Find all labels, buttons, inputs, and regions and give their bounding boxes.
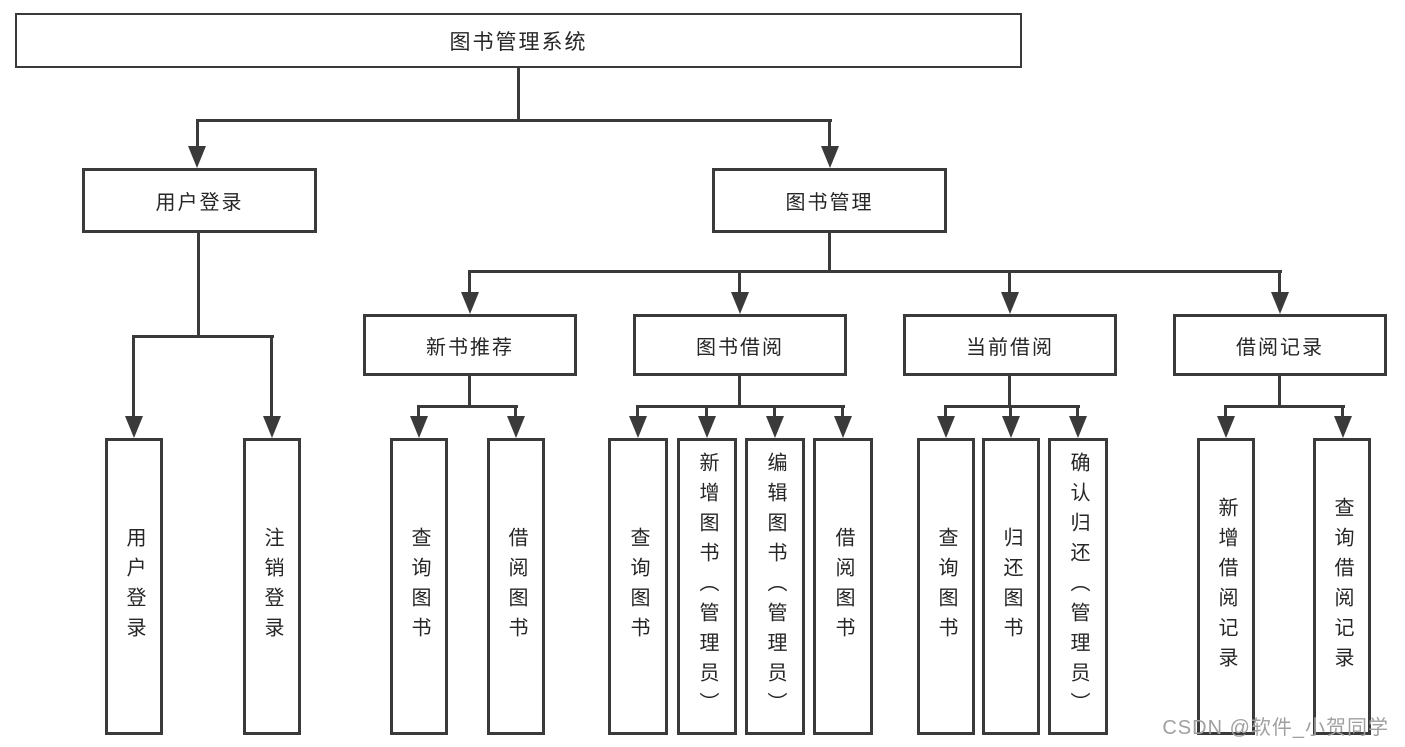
connector-line [1009, 405, 1012, 418]
node-user-login: 用户登录 [82, 168, 317, 233]
arrow-down-icon [731, 292, 749, 314]
connector-line [828, 231, 831, 273]
connector-line [1278, 374, 1281, 408]
connector-line [1008, 270, 1011, 292]
connector-line [828, 119, 831, 148]
connector-line [417, 405, 518, 408]
connector-line [197, 231, 200, 338]
leaf-logout: 注销登录 [243, 438, 301, 735]
leaf-user-login: 用户登录 [105, 438, 163, 735]
connector-line [705, 405, 708, 418]
arrow-down-icon [937, 416, 955, 438]
leaf-query-books-borrowing: 查询图书 [608, 438, 668, 735]
leaf-borrow-books: 借阅图书 [813, 438, 873, 735]
arrow-down-icon [461, 292, 479, 314]
connector-line [773, 405, 776, 418]
connector-line [132, 335, 274, 338]
connector-line [196, 119, 832, 122]
connector-line [738, 270, 741, 292]
connector-line [841, 405, 844, 418]
arrow-down-icon [410, 416, 428, 438]
leaf-return-books: 归还图书 [982, 438, 1040, 735]
connector-line [468, 270, 471, 292]
leaf-add-book-admin: 新增图书（管理员） [677, 438, 737, 735]
arrow-down-icon [263, 416, 281, 438]
connector-line [517, 66, 520, 122]
connector-line [1224, 405, 1227, 418]
leaf-edit-book-admin: 编辑图书（管理员） [745, 438, 805, 735]
connector-line [468, 374, 471, 408]
arrow-down-icon [1001, 292, 1019, 314]
arrow-down-icon [629, 416, 647, 438]
leaf-add-borrow-record: 新增借阅记录 [1197, 438, 1255, 735]
connector-line [514, 405, 517, 418]
arrow-down-icon [1069, 416, 1087, 438]
connector-line [468, 270, 1282, 273]
node-book-management: 图书管理 [712, 168, 947, 233]
connector-line [270, 335, 273, 418]
arrow-down-icon [698, 416, 716, 438]
connector-line [1341, 405, 1344, 418]
leaf-borrow-books-recommend: 借阅图书 [487, 438, 545, 735]
arrow-down-icon [1334, 416, 1352, 438]
connector-line [636, 405, 639, 418]
node-library-system: 图书管理系统 [15, 13, 1022, 68]
arrow-down-icon [125, 416, 143, 438]
connector-line [132, 335, 135, 418]
connector-line [944, 405, 947, 418]
connector-line [738, 374, 741, 408]
arrow-down-icon [188, 146, 206, 168]
leaf-confirm-return-admin: 确认归还（管理员） [1048, 438, 1108, 735]
connector-line [417, 405, 420, 418]
leaf-query-borrow-record: 查询借阅记录 [1313, 438, 1371, 735]
arrow-down-icon [507, 416, 525, 438]
leaf-query-books-current: 查询图书 [917, 438, 975, 735]
connector-line [1224, 405, 1345, 408]
arrow-down-icon [821, 146, 839, 168]
arrow-down-icon [1271, 292, 1289, 314]
connector-line [1076, 405, 1079, 418]
node-book-borrowing: 图书借阅 [633, 314, 847, 376]
node-new-book-recommend: 新书推荐 [363, 314, 577, 376]
arrow-down-icon [834, 416, 852, 438]
leaf-query-books-recommend: 查询图书 [390, 438, 448, 735]
node-current-borrowing: 当前借阅 [903, 314, 1117, 376]
connector-line [1008, 374, 1011, 408]
connector-line [944, 405, 1080, 408]
connector-line [196, 119, 199, 148]
connector-line [636, 405, 845, 408]
node-borrow-records: 借阅记录 [1173, 314, 1387, 376]
csdn-watermark: CSDN @软件_小贺同学 [1162, 717, 1389, 739]
arrow-down-icon [1002, 416, 1020, 438]
arrow-down-icon [1217, 416, 1235, 438]
arrow-down-icon [766, 416, 784, 438]
connector-line [1278, 270, 1281, 292]
